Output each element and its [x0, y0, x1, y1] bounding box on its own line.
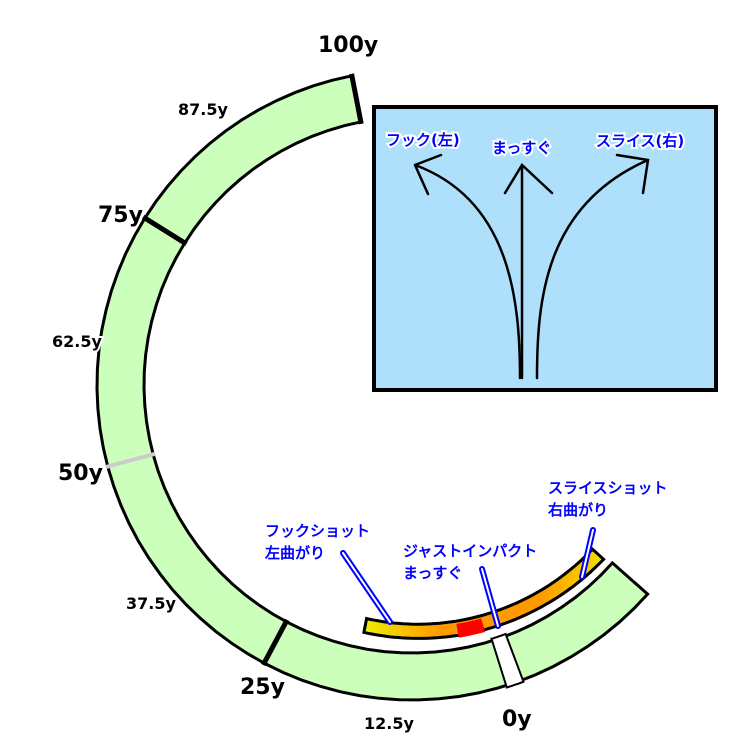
- box-label-slice: スライス(右): [596, 132, 684, 150]
- impact-gradient-bar: [362, 547, 606, 640]
- yardage-ring: [95, 73, 650, 702]
- box-label-hook: フック(左): [386, 131, 460, 149]
- hook-callout-desc: 左曲がり: [264, 544, 325, 562]
- straight-arrow: [503, 163, 554, 380]
- slice-arrow: [535, 153, 650, 380]
- slice-callout-line: [579, 527, 596, 580]
- tick-mark: [141, 214, 188, 247]
- label-62-5y: 62.5y: [52, 332, 102, 351]
- hook-callout-line: [340, 550, 393, 625]
- slice-callout-desc: 右曲がり: [548, 501, 608, 519]
- box-label-straight: まっすぐ: [492, 139, 551, 157]
- tick-mark: [105, 451, 156, 469]
- hook-arrow: [413, 153, 522, 380]
- just-callout-desc: まっすぐ: [403, 564, 462, 582]
- hook-callout-title: フックショット: [265, 522, 370, 540]
- label-0y: 0y: [502, 707, 532, 732]
- callout-lines: [340, 527, 596, 629]
- just-impact-zone: [456, 618, 486, 638]
- label-100y: 100y: [318, 33, 378, 58]
- label-25y: 25y: [240, 675, 285, 700]
- label-75y: 75y: [98, 203, 143, 228]
- slice-callout-title: スライスショット: [548, 479, 668, 497]
- tick-mark: [349, 73, 364, 125]
- label-37-5y: 37.5y: [126, 594, 176, 613]
- impact-bar: [362, 547, 606, 640]
- just-callout-line: [479, 566, 501, 629]
- just-callout-title: ジャストインパクト: [403, 542, 537, 560]
- label-87-5y: 87.5y: [178, 100, 228, 119]
- shot-direction-box: フック(左) まっすぐ スライス(右): [372, 105, 718, 392]
- tick-mark: [260, 618, 290, 667]
- label-50y: 50y: [58, 461, 103, 486]
- tick-0y: [490, 632, 525, 689]
- label-12-5y: 12.5y: [364, 714, 414, 733]
